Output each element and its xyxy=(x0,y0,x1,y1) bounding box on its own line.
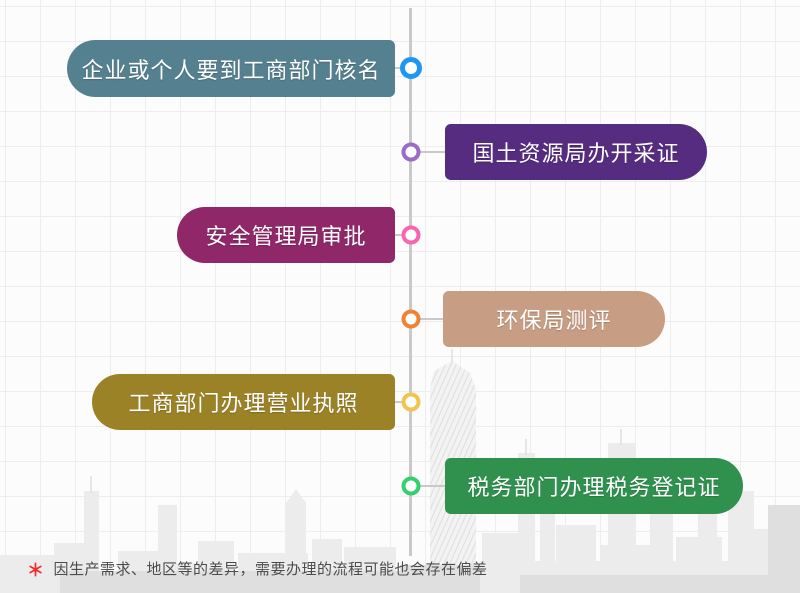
step-label-box: 安全管理局审批 xyxy=(177,207,395,263)
step-label-box: 企业或个人要到工商部门核名 xyxy=(67,40,395,97)
step-label: 环保局测评 xyxy=(496,308,612,333)
step-label-box: 国土资源局办开采证 xyxy=(445,124,707,180)
node-connector-line xyxy=(391,234,403,236)
node-connector-line xyxy=(391,67,403,69)
timeline-node-dot xyxy=(401,309,421,329)
step-label: 工商部门办理营业执照 xyxy=(128,391,359,416)
step-label: 国土资源局办开采证 xyxy=(472,141,680,166)
node-connector-line xyxy=(419,151,445,153)
city-skyline-background xyxy=(0,349,800,593)
skyline-dark-buildings xyxy=(60,505,800,593)
timeline-node-dot xyxy=(401,142,421,162)
step-label-box: 税务部门办理税务登记证 xyxy=(445,458,743,514)
node-connector-line xyxy=(419,485,445,487)
timeline-line xyxy=(409,8,412,556)
step-label: 税务部门办理税务登记证 xyxy=(467,475,721,500)
node-connector-line xyxy=(419,318,445,320)
footnote: ＊ 因生产需求、地区等的差异，需要办理的流程可能也会存在偏差 xyxy=(27,556,488,581)
step-label-box: 环保局测评 xyxy=(443,291,665,347)
step-label-box: 工商部门办理营业执照 xyxy=(92,374,395,430)
step-label: 企业或个人要到工商部门核名 xyxy=(81,57,381,83)
footnote-text: 因生产需求、地区等的差异，需要办理的流程可能也会存在偏差 xyxy=(53,561,488,578)
step-label: 安全管理局审批 xyxy=(205,224,367,249)
node-connector-line xyxy=(391,401,403,403)
timeline-node-dot xyxy=(400,57,422,79)
timeline-node-dot xyxy=(401,476,421,496)
timeline-node-dot xyxy=(401,392,421,412)
timeline-node-dot xyxy=(401,225,421,245)
footnote-asterisk: ＊ xyxy=(27,561,45,580)
